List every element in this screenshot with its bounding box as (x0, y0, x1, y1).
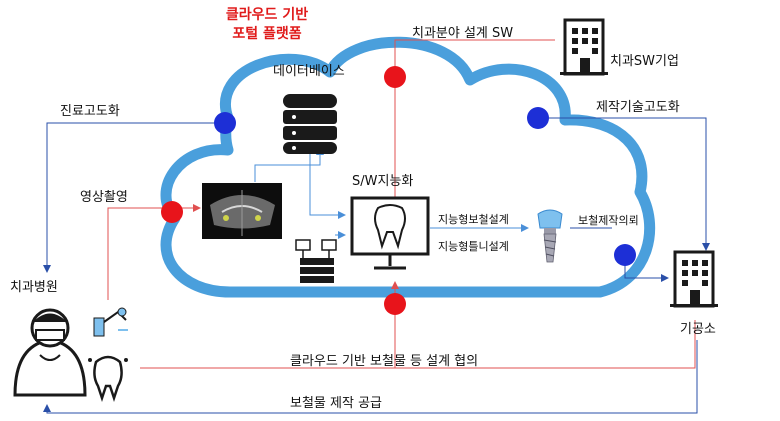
sw-intelligence-label: S/W지능화 (352, 174, 414, 189)
sw-design-label: 치과분야 설계 SW (412, 26, 514, 41)
blue-node-bottomright (614, 244, 636, 266)
red-node-top (384, 66, 406, 88)
tooth-icon (88, 355, 128, 402)
manufacturing-line (538, 117, 710, 251)
ct-scan-image (202, 183, 282, 239)
platform-title-line2: 포털 플랫폼 (232, 26, 302, 42)
prosthesis-request-label: 보철제작의뢰 (578, 214, 639, 227)
building-icon-lab (670, 250, 718, 308)
blue-node-right (527, 107, 549, 129)
monitor-tooth-icon (350, 196, 430, 270)
treatment-line (43, 122, 225, 273)
database-icon (283, 94, 337, 154)
doctor-icon (13, 308, 87, 397)
treatment-label: 진료고도화 (60, 104, 120, 119)
server-network-icon (295, 239, 337, 283)
red-node-left (161, 201, 183, 223)
smart-denture-label: 지능형틀니설계 (438, 240, 509, 253)
dental-tool-icon (93, 307, 128, 337)
cloud-outline (160, 36, 656, 298)
database-label: 데이터베이스 (273, 64, 345, 79)
sw-line (391, 39, 555, 206)
red-node-bottom (384, 293, 406, 315)
supply-label: 보철물 제작 공급 (290, 396, 382, 411)
implant-icon (537, 209, 563, 263)
building-icon-company (560, 18, 608, 76)
dental-hospital-label: 치과병원 (10, 280, 58, 295)
sw-company-label: 치과SW기업 (610, 54, 679, 69)
manufacturing-label: 제작기술고도화 (596, 100, 680, 115)
dental-lab-label: 기공소 (680, 322, 716, 337)
db-to-sw-arrow (309, 150, 346, 219)
cloud-consult-label: 클라우드 기반 보철물 등 설계 협의 (290, 354, 479, 369)
blue-node-left (214, 112, 236, 134)
consult-line (140, 320, 696, 369)
smart-prosthesis-label: 지능형보철설계 (438, 213, 509, 226)
platform-title-line1: 클라우드 기반 (225, 7, 309, 23)
supply-line (43, 340, 698, 414)
imaging-label: 영상촬영 (80, 190, 128, 205)
platform-title: 클라우드 기반 포털 플랫폼 (212, 6, 322, 44)
ct-to-db-arrow (254, 147, 324, 182)
